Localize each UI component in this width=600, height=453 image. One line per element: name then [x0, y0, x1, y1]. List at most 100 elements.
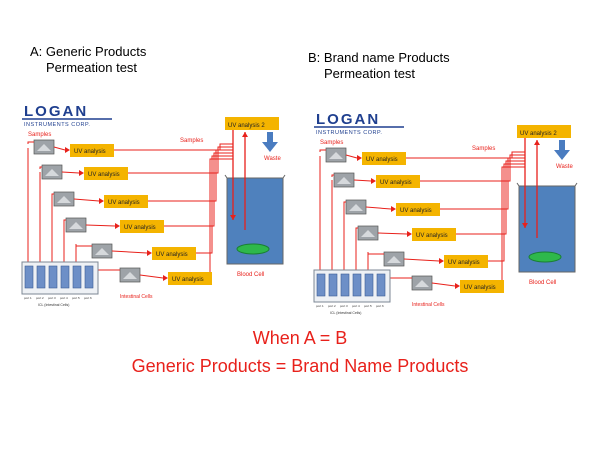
uv-analysis-box: [362, 152, 406, 165]
panel-a-title: A: Generic Products: [30, 44, 147, 59]
samples-label-top: Samples: [472, 146, 495, 152]
sample-image-detail: [45, 169, 59, 176]
flow-line: [85, 224, 116, 227]
uv-analysis-label: UV analysis: [464, 285, 496, 291]
flow-line: [420, 154, 525, 182]
flow-line: [343, 201, 346, 204]
panel-a-subtitle: Permeation test: [46, 60, 138, 75]
flow-arrowhead: [115, 223, 120, 229]
samples-label-top: Samples: [180, 138, 203, 144]
blood-cell-label: Blood Cell: [529, 280, 556, 286]
logo-wordmark: LOGAN: [24, 103, 88, 120]
conclusion-line-2: Generic Products = Brand Name Products: [131, 356, 469, 376]
blood-cell-label: Blood Cell: [237, 272, 264, 278]
flow-arrowhead: [79, 170, 84, 176]
waste-arrow-shaft: [267, 132, 273, 142]
waste-arrow-shaft: [559, 140, 565, 150]
panel-a-heading: A: Generic Products Permeation test: [30, 44, 146, 76]
flow-line: [73, 198, 100, 202]
flow-line: [53, 146, 66, 151]
uv-analysis-2-box: [517, 125, 571, 138]
tray-well-label: port 3: [48, 296, 56, 300]
logo-subtitle: INSTRUMENTS CORP.: [24, 122, 90, 128]
sample-image-detail: [387, 256, 401, 263]
uv-analysis-box: [120, 220, 164, 233]
tray-well: [36, 265, 46, 289]
flow-line: [75, 245, 92, 248]
flow-line: [431, 282, 456, 287]
uv-analysis-box: [168, 272, 212, 285]
flow-arrowhead: [65, 147, 70, 153]
flow-line: [406, 151, 525, 159]
uv-analysis-box: [396, 203, 440, 216]
uv-analysis-2-box: [225, 117, 279, 130]
flow-line: [139, 274, 164, 279]
uv-analysis-box: [444, 255, 488, 268]
flow-arrowhead: [371, 178, 376, 184]
flow-arrowhead: [242, 132, 248, 137]
uv-analysis-box: [104, 195, 148, 208]
flow-line: [51, 193, 54, 196]
uv-analysis-label: UV analysis: [380, 180, 412, 186]
beaker-lip-left: [516, 182, 520, 187]
uv-analysis-label: UV analysis: [172, 277, 204, 283]
tray-well: [84, 265, 94, 289]
tray-well-label: port 2: [328, 304, 336, 308]
flow-line: [367, 253, 384, 256]
uv-analysis-label: UV analysis: [416, 233, 448, 239]
tray-well: [340, 273, 350, 297]
samples-label-left: Samples: [320, 140, 343, 146]
flow-arrowhead: [357, 155, 362, 161]
tray-well-label: port 2: [36, 296, 44, 300]
flow-arrowhead: [147, 250, 152, 256]
flow-arrowhead: [455, 283, 460, 289]
tray-well: [328, 273, 338, 297]
tray-well: [316, 273, 326, 297]
flow-line: [331, 174, 334, 177]
tray-well-label: port 5: [364, 304, 372, 308]
flow-line: [114, 143, 233, 151]
flow-arrowhead: [99, 198, 104, 204]
tray-well-label: port 6: [84, 296, 92, 300]
uv-analysis-label: UV analysis: [124, 225, 156, 231]
uv-analysis-label: UV analysis: [74, 149, 106, 155]
uv-analysis-2-label: UV analysis 2: [520, 131, 557, 137]
sample-image-detail: [69, 222, 83, 229]
intestinal-cells-label: Intestinal Cells: [412, 302, 445, 308]
samples-label-left: Samples: [28, 132, 51, 138]
flow-arrowhead: [439, 258, 444, 264]
uv-analysis-box: [152, 247, 196, 260]
sample-image-detail: [329, 152, 343, 159]
conclusion-line-1: When A = B: [252, 328, 348, 348]
sample-image-detail: [337, 177, 351, 184]
beaker-lip-left: [224, 174, 228, 179]
uv-analysis-2-label: UV analysis 2: [228, 123, 265, 129]
flow-line: [365, 206, 392, 210]
sample-image-detail: [415, 280, 429, 287]
uv-analysis-label: UV analysis: [400, 208, 432, 214]
sample-image-detail: [57, 196, 71, 203]
flow-line: [148, 149, 233, 202]
sample-image-detail: [349, 204, 363, 211]
flow-line: [345, 154, 358, 159]
waste-arrow-icon: [554, 150, 570, 160]
flow-arrowhead: [391, 206, 396, 212]
uv-analysis-label: UV analysis: [156, 252, 188, 258]
flow-line: [128, 146, 233, 174]
sample-image-detail: [123, 272, 137, 279]
panel-b-subtitle: Permeation test: [324, 66, 416, 81]
uv-analysis-box: [70, 144, 114, 157]
uv-analysis-label: UV analysis: [366, 157, 398, 163]
flow-arrowhead: [534, 140, 540, 145]
tray-well: [48, 265, 58, 289]
flow-arrowhead: [407, 231, 412, 237]
tray-well-label: port 6: [376, 304, 384, 308]
flow-arrowhead: [230, 215, 236, 220]
logo-wordmark: LOGAN: [316, 111, 380, 128]
tray-well-label: port 4: [352, 304, 360, 308]
beaker-lip-right: [574, 182, 578, 187]
flow-line: [440, 157, 525, 210]
